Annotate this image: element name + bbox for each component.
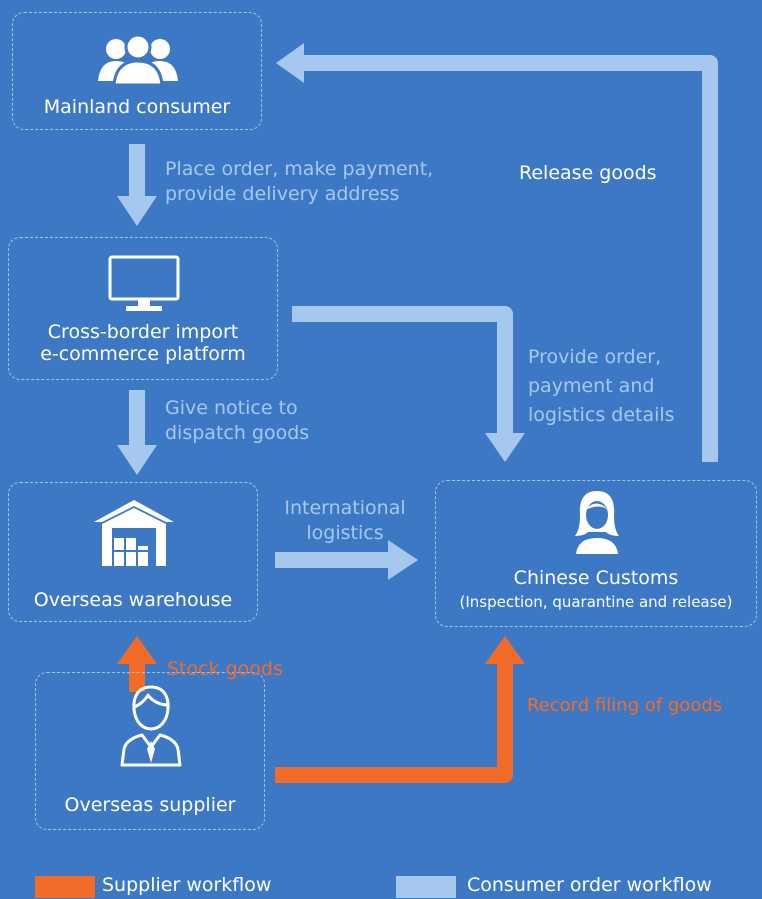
overseas-warehouse-label: Overseas warehouse — [33, 589, 233, 611]
node-mainland-consumer: Mainland consumer — [12, 12, 262, 130]
customs-officer-icon — [575, 491, 619, 554]
edge-label-record-filing: Record filing of goods — [527, 695, 723, 716]
legend-swatch-consumer — [396, 876, 456, 898]
international-line2: logistics — [306, 522, 384, 544]
provide-order-line2: payment and — [528, 375, 655, 397]
legend-swatch-supplier — [35, 876, 95, 898]
chinese-customs-label: Chinese Customs — [513, 567, 679, 589]
arrowhead-supplier-customs — [485, 636, 525, 664]
overseas-supplier-label: Overseas supplier — [64, 794, 236, 816]
chinese-customs-subtitle: (Inspection, quarantine and release) — [459, 593, 733, 611]
node-ecommerce-platform: Cross-border import e-commerce platform — [8, 237, 278, 380]
provide-order-line3: logistics details — [528, 404, 675, 426]
node-chinese-customs: Chinese Customs (Inspection, quarantine … — [435, 480, 757, 627]
edge-label-give-notice: Give notice to dispatch goods — [165, 396, 309, 446]
monitor-icon — [108, 255, 180, 311]
supplier-icon — [120, 685, 182, 767]
platform-label-line1: Cross-border import — [47, 321, 239, 343]
edge-label-stock-goods: Stock goods — [167, 658, 283, 680]
arrowhead-supplier-warehouse — [117, 636, 157, 664]
edge-label-international-logistics: International logistics — [270, 496, 420, 546]
platform-label-line2: e-commerce platform — [40, 343, 246, 365]
edge-label-provide-order: Provide order, payment and logistics det… — [528, 343, 675, 430]
arrowhead-consumer-platform — [117, 196, 157, 226]
give-notice-line2: dispatch goods — [165, 422, 310, 444]
arrow-supplier-to-customs — [275, 660, 513, 783]
arrowhead-release — [276, 43, 304, 83]
arrow-release-goods — [300, 55, 718, 462]
users-icon — [98, 33, 178, 85]
legend-label-consumer: Consumer order workflow — [467, 874, 712, 896]
give-notice-line1: Give notice to — [165, 397, 298, 419]
arrow-platform-to-customs — [292, 306, 513, 438]
provide-order-line1: Provide order, — [528, 346, 662, 368]
node-overseas-warehouse: Overseas warehouse — [8, 482, 258, 622]
place-order-line1: Place order, make payment, — [165, 158, 434, 180]
legend-label-supplier: Supplier workflow — [102, 874, 272, 896]
arrowhead-platform-warehouse — [117, 445, 157, 475]
warehouse-icon — [94, 500, 174, 566]
mainland-consumer-label: Mainland consumer — [43, 96, 231, 118]
international-line1: International — [284, 497, 406, 519]
arrowhead-platform-customs — [485, 433, 525, 462]
edge-label-release-goods: Release goods — [519, 162, 657, 184]
arrowhead-warehouse-customs — [388, 540, 418, 580]
edge-label-place-order: Place order, make payment, provide deliv… — [165, 157, 433, 207]
place-order-line2: provide delivery address — [165, 183, 400, 205]
node-overseas-supplier: Overseas supplier — [35, 672, 265, 830]
